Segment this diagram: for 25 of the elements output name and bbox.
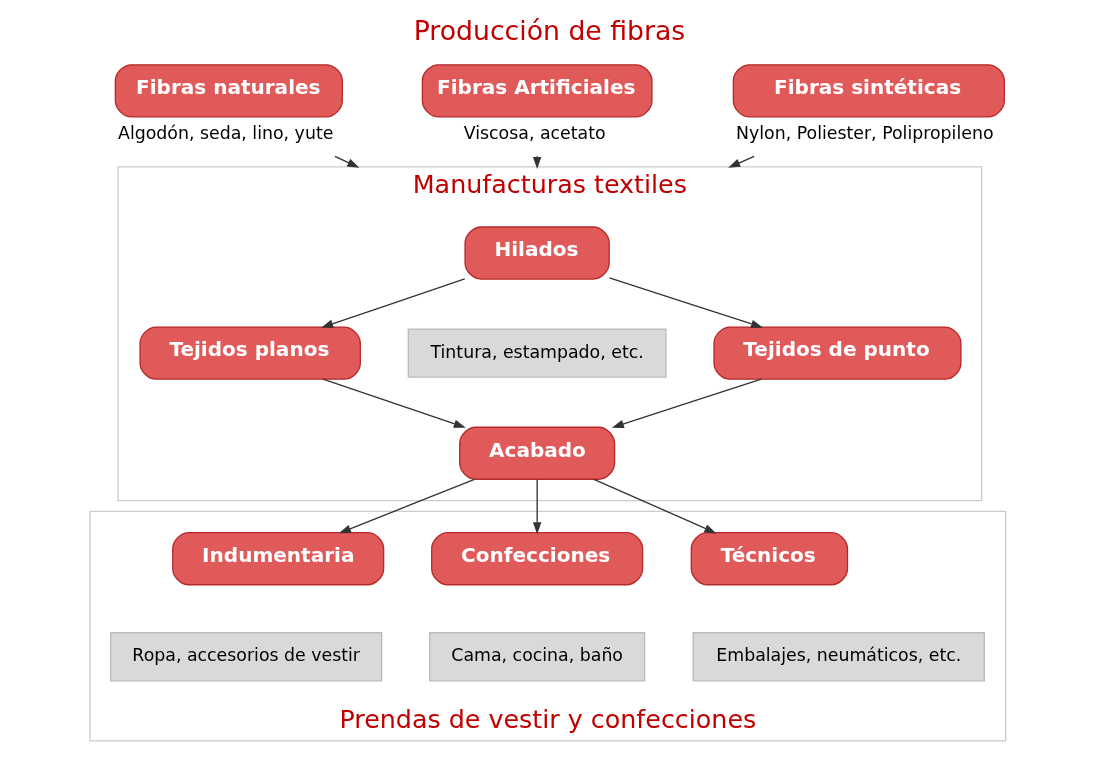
node-box: Embalajes, neumáticos, etc. [692, 632, 985, 682]
arrow [322, 378, 466, 428]
node-box: Cama, cocina, baño [429, 632, 646, 682]
node-label: Viscosa, acetato [463, 122, 606, 143]
arrow [532, 155, 542, 169]
node-box: Técnicos [690, 532, 849, 586]
node-box: Tejidos de punto [713, 326, 962, 380]
node-box: Indumentaria [172, 532, 385, 586]
arrow [608, 277, 763, 328]
node-label: Algodón, seda, lino, yute [118, 122, 334, 143]
arrow [532, 478, 542, 535]
arrow [321, 278, 466, 328]
node-box: Hilados [464, 226, 610, 280]
node-label: Nylon, Poliester, Polipropileno [736, 122, 994, 143]
arrow [593, 478, 717, 534]
arrow [338, 478, 476, 534]
node-box: Tejidos planos [139, 326, 361, 380]
arrow [728, 155, 755, 168]
node-box: Ropa, accesorios de vestir [110, 632, 383, 682]
node-box: Tintura, estampado, etc. [407, 328, 667, 378]
arrow [611, 378, 762, 428]
arrow [334, 155, 360, 168]
node-box: Confecciones [431, 532, 644, 586]
diagram-title: Producción de fibras [413, 15, 686, 47]
node-box: Acabado [459, 426, 616, 480]
